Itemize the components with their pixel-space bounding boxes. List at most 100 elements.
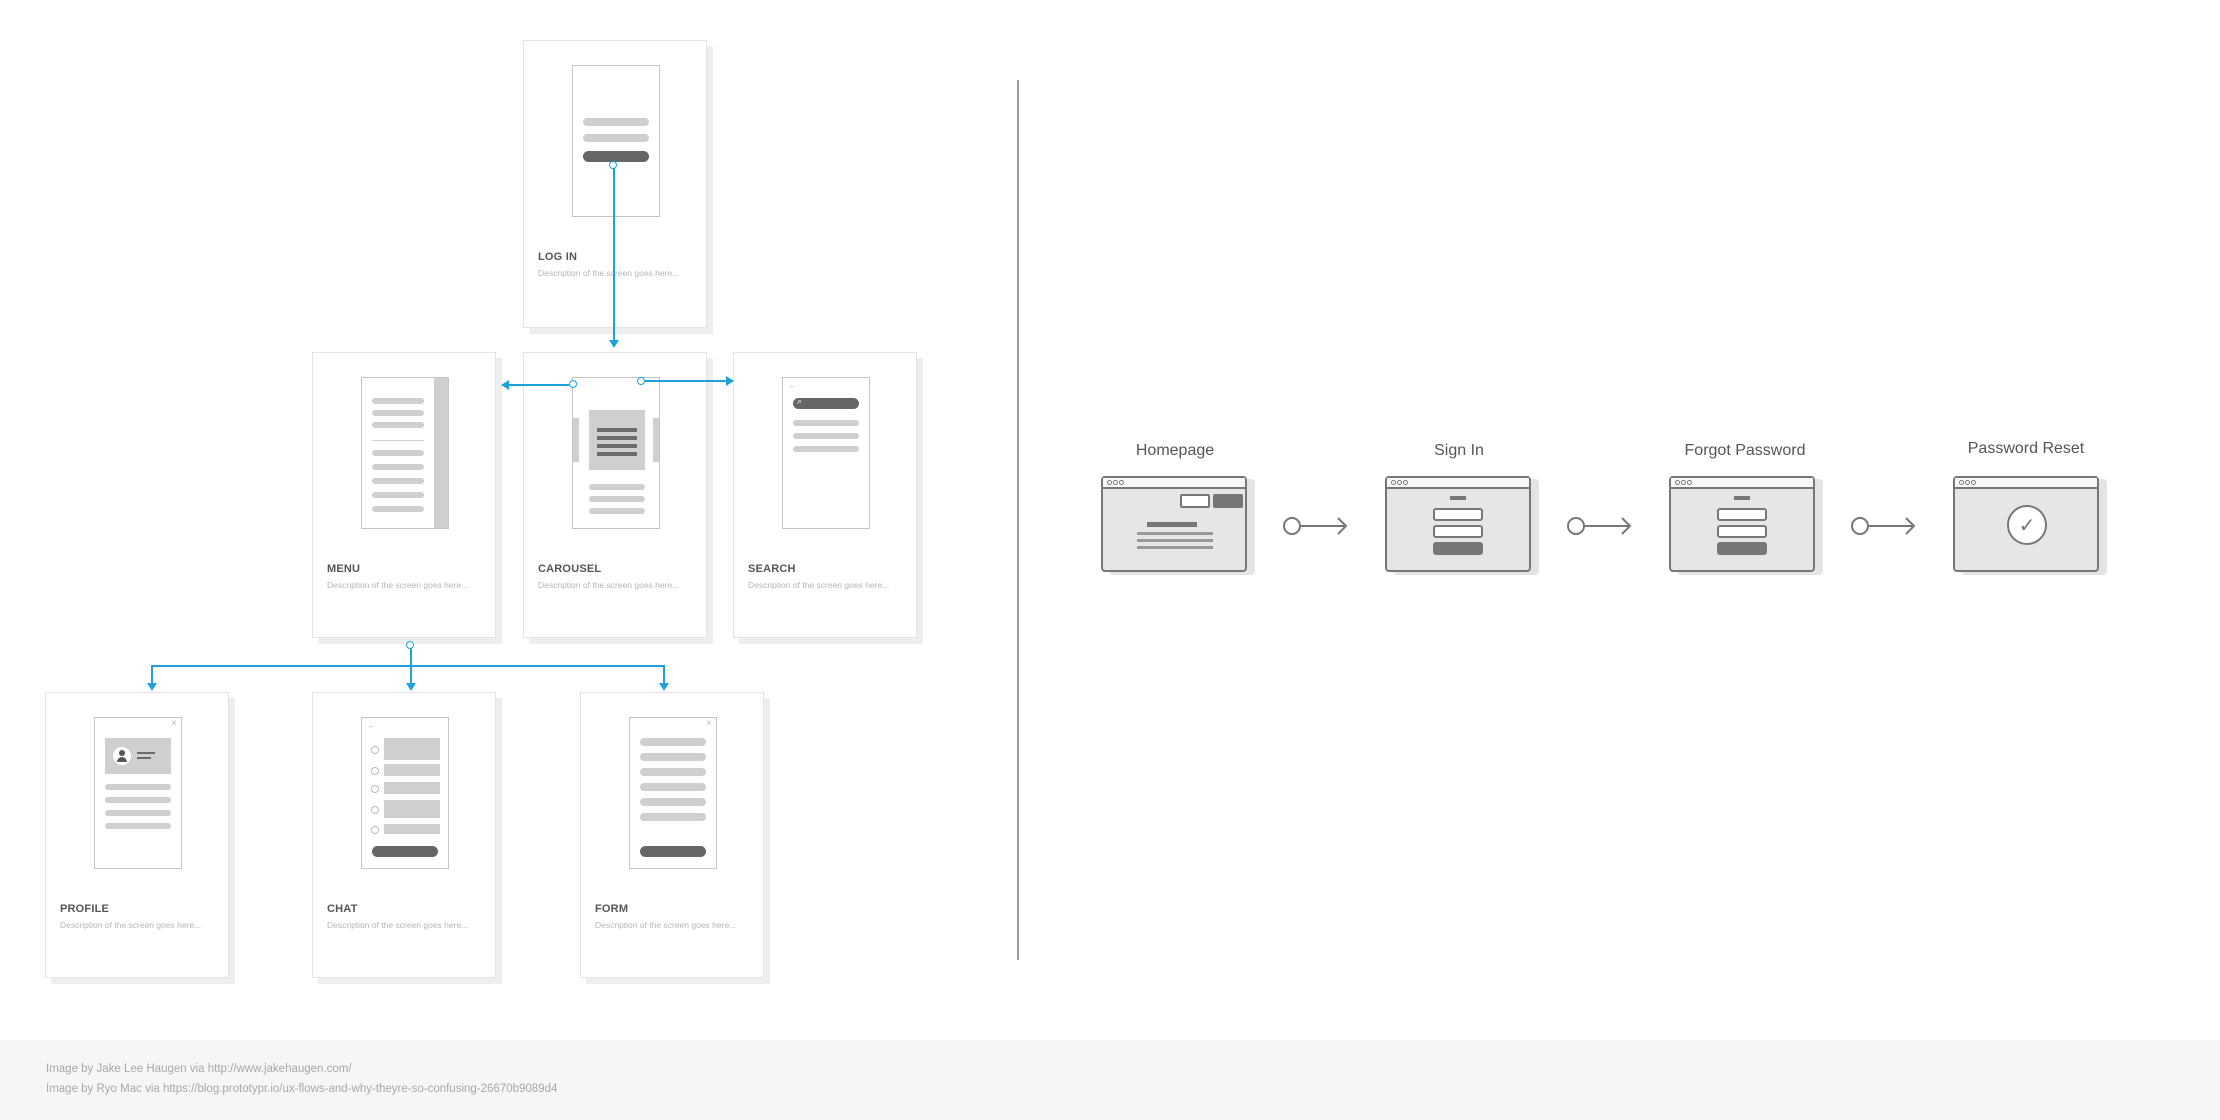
signin-wireframe-icon	[1385, 476, 1531, 572]
wire-bar	[793, 433, 859, 439]
menu-wireframe	[361, 377, 449, 529]
wire-line	[597, 444, 637, 448]
chat-bubble	[384, 738, 440, 760]
wire-bar	[372, 464, 424, 470]
wire-line	[1137, 532, 1213, 535]
wire-bar	[105, 810, 171, 816]
screen-card-search: ← ⌕ SEARCH Description of the screen goe…	[733, 352, 917, 638]
carousel-wireframe	[572, 377, 660, 529]
footer: Image by Jake Lee Haugen via http://www.…	[0, 1040, 2220, 1120]
connector-line	[410, 648, 412, 665]
wire-bar	[105, 797, 171, 803]
wire-line	[1137, 546, 1213, 549]
flow-step-label: Homepage	[1135, 442, 1215, 459]
wire-bar	[793, 446, 859, 452]
screen-card-chat: ← CHAT Description of the screen goes he…	[312, 692, 496, 978]
carousel-prev-slide	[573, 418, 579, 462]
wire-button	[1433, 542, 1483, 555]
browser-topbar	[1387, 478, 1529, 489]
screen-title: LOG IN	[538, 251, 578, 263]
wire-line	[137, 752, 155, 754]
form-wireframe: ×	[629, 717, 717, 869]
connector-line	[151, 665, 665, 667]
chat-bubble	[384, 824, 440, 834]
screen-title: CHAT	[327, 903, 358, 915]
window-dot	[1675, 480, 1680, 485]
wire-field	[640, 813, 706, 821]
wire-bar	[372, 422, 424, 428]
forgot-password-wireframe-icon	[1669, 476, 1815, 572]
checkmark-icon: ✓	[2007, 505, 2047, 545]
connector-line	[410, 665, 412, 684]
screen-card-menu: MENU Description of the screen goes here…	[312, 352, 496, 638]
wire-bar	[372, 506, 424, 512]
wire-button	[1717, 542, 1767, 555]
screen-description: Description of the screen goes here...	[60, 920, 202, 930]
connector-line	[613, 168, 615, 340]
flow-step-label: Password Reset	[1967, 440, 2085, 457]
wire-line	[1137, 539, 1213, 542]
arrow-right-icon	[726, 376, 734, 386]
wire-button	[372, 846, 438, 857]
login-wireframe	[572, 65, 660, 217]
screen-description: Description of the screen goes here...	[327, 580, 469, 590]
password-reset-wireframe-icon: ✓	[1953, 476, 2099, 572]
back-arrow-icon: ←	[788, 380, 797, 390]
search-wireframe: ← ⌕	[782, 377, 870, 529]
back-arrow-icon: ←	[367, 720, 376, 730]
flow-arrow-icon	[1851, 517, 1916, 535]
arrow-left-icon	[501, 380, 509, 390]
section-divider	[1017, 80, 1019, 960]
connector-line	[645, 380, 726, 382]
connector-line	[663, 665, 665, 684]
wire-line	[1734, 496, 1750, 500]
close-icon: ×	[171, 718, 177, 729]
flow-step-label: Sign In	[1434, 442, 1484, 459]
chat-bubble	[384, 782, 440, 794]
wire-line	[597, 452, 637, 456]
wire-bar	[372, 410, 424, 416]
screen-description: Description of the screen goes here...	[538, 268, 680, 278]
screen-card-carousel: CAROUSEL Description of the screen goes …	[523, 352, 707, 638]
homepage-wireframe-icon	[1101, 476, 1247, 572]
search-bar: ⌕	[793, 396, 859, 409]
wire-line	[1450, 496, 1466, 500]
profile-header	[105, 738, 171, 774]
window-dot	[1391, 480, 1396, 485]
flow-step-label: Forgot Password	[1684, 442, 1806, 459]
wire-field	[1717, 525, 1767, 538]
connector-line	[151, 665, 153, 684]
window-dot	[1113, 480, 1118, 485]
chat-avatar	[371, 806, 379, 814]
screen-title: PROFILE	[60, 903, 110, 915]
arrow-down-icon	[609, 340, 619, 348]
wire-bar	[372, 450, 424, 456]
connector-knob	[637, 377, 645, 385]
screen-description: Description of the screen goes here...	[327, 920, 469, 930]
wire-bar	[583, 134, 649, 142]
carousel-slide	[589, 410, 645, 470]
window-dot	[1971, 480, 1976, 485]
screen-title: CAROUSEL	[538, 563, 602, 575]
wire-bar	[583, 118, 649, 126]
wire-field	[640, 798, 706, 806]
wire-bar	[589, 508, 645, 514]
chat-bubble	[384, 800, 440, 818]
chat-bubble	[384, 764, 440, 776]
wire-field	[640, 768, 706, 776]
image-credit: Image by Ryo Mac via https://blog.protot…	[46, 1083, 558, 1095]
connector-knob	[569, 380, 577, 388]
wire-line	[597, 428, 637, 432]
menu-scrollbar	[434, 378, 448, 528]
wire-field	[1717, 508, 1767, 521]
screen-card-profile: × PROFILE Description of the screen goes…	[45, 692, 229, 978]
browser-topbar	[1955, 478, 2097, 489]
arrow-down-icon	[659, 683, 669, 691]
chat-avatar	[371, 826, 379, 834]
wire-bar	[372, 398, 424, 404]
chat-avatar	[371, 785, 379, 793]
screen-title: FORM	[595, 903, 629, 915]
wire-line	[137, 757, 151, 759]
chat-avatar	[371, 746, 379, 754]
wire-divider	[372, 440, 424, 441]
